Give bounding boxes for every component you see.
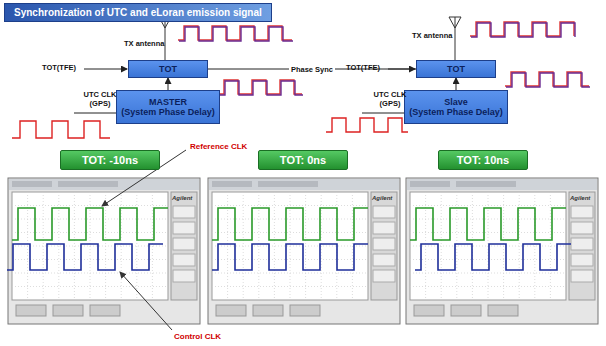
node-text: TOT [159, 64, 177, 74]
signal-label: UTC CLK (GPS) [366, 91, 414, 108]
node-text: TOT: 0ns [280, 154, 326, 166]
brand-label: Agilent [372, 195, 392, 202]
callout-label: Control CLK [174, 332, 221, 341]
oscilloscope-screen [198, 178, 400, 324]
node-text: TOT [447, 64, 465, 74]
node-text: (System Phase Delay) [409, 107, 503, 117]
square-wave [12, 22, 590, 138]
node-text: TOT: 10ns [457, 154, 509, 166]
tot-setting-tag: TOT: 0ns [258, 150, 348, 170]
antenna-label: TX antenna [124, 40, 164, 49]
master-box: MASTER(System Phase Delay) [116, 90, 220, 124]
title-banner: Synchronization of UTC and eLoran emissi… [4, 3, 272, 22]
antenna-symbol [159, 17, 461, 60]
tot-box: TOT [128, 60, 208, 78]
node-text: (System Phase Delay) [121, 107, 215, 117]
node-text: TOT: -10ns [82, 154, 138, 166]
brand-label: Agilent [570, 195, 590, 202]
node-text: Slave [444, 97, 468, 107]
brand-label: Agilent [172, 195, 192, 202]
node-text: MASTER [149, 97, 187, 107]
leader-line [102, 150, 186, 330]
edge-label: Phase Sync [289, 65, 335, 74]
callout-label: Reference CLK [190, 142, 247, 151]
oscilloscope-screen [401, 178, 598, 324]
antenna-label: TX antenna [412, 32, 452, 41]
connector [456, 78, 457, 90]
signal-label: TOT(TFE) [42, 64, 76, 73]
slave-box: Slave(System Phase Delay) [404, 90, 508, 124]
tot-setting-tag: TOT: 10ns [438, 150, 528, 170]
signal-label: TOT(TFE) [346, 64, 380, 73]
tot-setting-tag: TOT: -10ns [60, 150, 160, 170]
oscilloscope-screen [0, 178, 200, 324]
connector [168, 78, 169, 90]
tot-box: TOT [416, 60, 496, 78]
signal-label: UTC CLK (GPS) [76, 91, 124, 108]
